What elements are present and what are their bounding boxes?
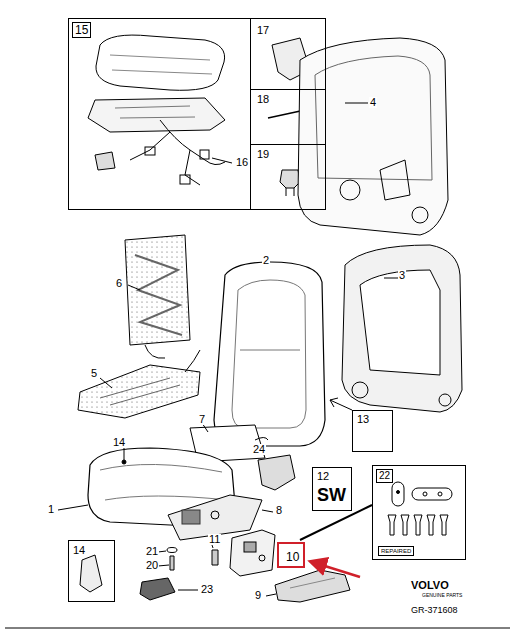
callout-number: 8 (275, 505, 283, 516)
callout-number: 5 (90, 368, 98, 379)
callout-number: 7 (198, 414, 206, 425)
box-text: SW (317, 486, 346, 504)
clip-symbol (440, 515, 448, 535)
brand-text: GENUINE PARTS (421, 593, 463, 598)
callout-number: 4 (369, 97, 377, 108)
callout-number: 14 (112, 437, 126, 448)
inset-frame: 13 (352, 410, 393, 452)
inset-frame: 15 (68, 18, 251, 210)
callout-number: 16 (235, 157, 249, 168)
callout-number: 22 (376, 469, 393, 483)
highlight-box: 10 (277, 542, 305, 568)
callout-number: 10 (286, 551, 299, 563)
callout-number: 15 (72, 22, 91, 38)
inset-frame: 18 (250, 89, 326, 145)
callout-number: 9 (254, 590, 262, 601)
callout-number: 20 (145, 560, 159, 571)
inset-frame: 17 (250, 18, 326, 90)
callout-number: 6 (115, 278, 123, 289)
clip-symbol (414, 515, 422, 535)
box-text: REPAIRED (378, 546, 414, 556)
callout-number: 19 (257, 149, 269, 160)
inset-frame: 12SW (312, 467, 352, 511)
callout-number: 3 (398, 270, 406, 281)
callout-number: 12 (317, 471, 329, 482)
callout-number: 18 (257, 94, 269, 105)
callout-number: 14 (73, 545, 85, 556)
clip-symbol (388, 515, 396, 535)
clip-symbol (401, 515, 409, 535)
brand-text: GR-371608 (410, 606, 459, 615)
inset-frame: 22REPAIRED (372, 465, 466, 560)
inset-frame: 14 (68, 540, 115, 602)
callout-number: 2 (262, 255, 270, 266)
brand-text: VOLVO (410, 580, 450, 591)
callout-number: 17 (257, 25, 269, 36)
callout-number: 1 (47, 504, 55, 515)
inset-frame: 19 (250, 144, 326, 210)
callout-number: 13 (357, 414, 369, 425)
callout-number: 23 (200, 584, 214, 595)
callout-number: 11 (208, 534, 221, 545)
callout-number: 24 (252, 444, 266, 455)
clip-symbol (427, 515, 435, 535)
callout-number: 21 (145, 546, 159, 557)
